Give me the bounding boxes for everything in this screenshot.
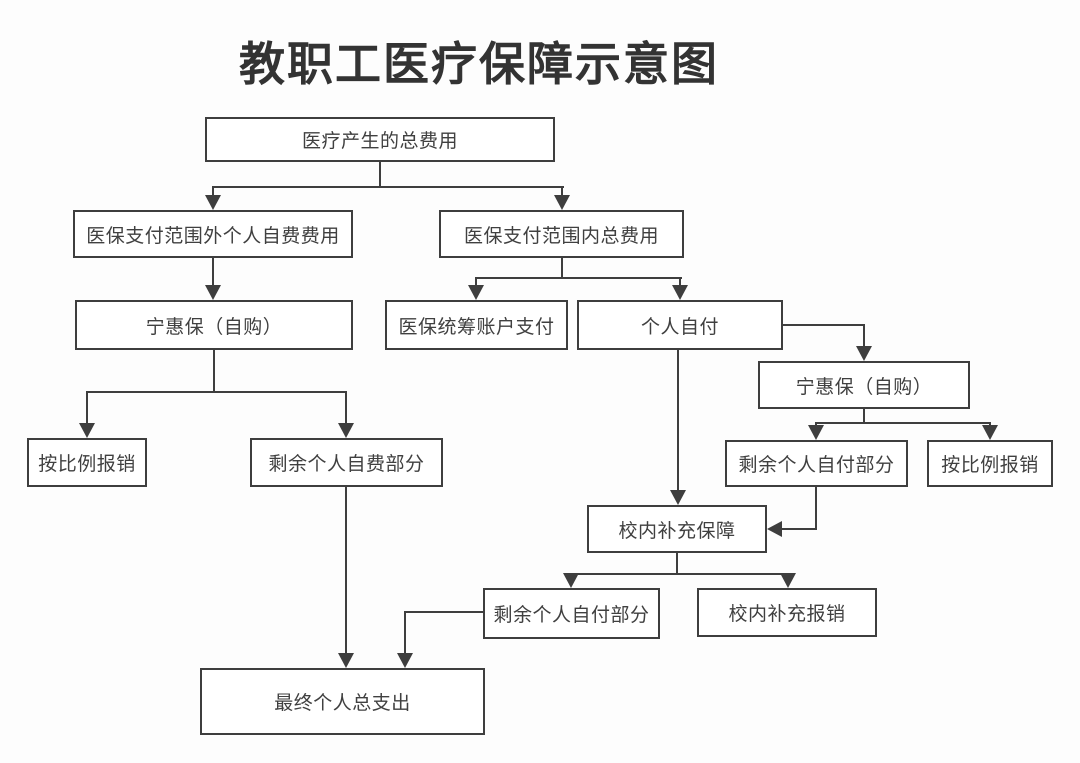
connector-vline	[86, 391, 88, 427]
connector-vline	[863, 407, 865, 424]
diagram-title: 教职工医疗保障示意图	[239, 38, 719, 90]
connector-vline	[345, 485, 347, 657]
connector-hline	[404, 611, 485, 613]
arrowhead-down-icon	[205, 285, 221, 300]
arrowhead-down-icon	[982, 425, 998, 440]
connector-vline	[212, 186, 214, 198]
node-proportional-reimbursement-right: 按比例报销	[927, 440, 1053, 487]
connector-hline	[212, 186, 564, 188]
node-total-medical-cost: 医疗产生的总费用	[205, 117, 555, 162]
arrowhead-down-icon	[468, 285, 484, 300]
connector-vline	[863, 324, 865, 350]
connector-vline	[404, 611, 406, 657]
connector-vline	[676, 551, 678, 575]
connector-vline	[561, 256, 563, 279]
arrowhead-down-icon	[856, 346, 872, 361]
connector-vline	[345, 391, 347, 427]
connector-hline	[570, 573, 788, 575]
node-ninghuibao-left: 宁惠保（自购）	[75, 300, 353, 350]
arrowhead-down-icon	[780, 573, 796, 588]
arrowhead-down-icon	[338, 423, 354, 438]
connector-vline	[212, 256, 214, 290]
arrowhead-down-icon	[672, 285, 688, 300]
arrowhead-down-icon	[397, 653, 413, 668]
connector-vline	[561, 186, 563, 198]
node-outside-coverage-self-paid: 医保支付范围外个人自费费用	[73, 210, 353, 258]
node-campus-supplementary-reimbursement: 校内补充报销	[697, 588, 877, 637]
connector-vline	[677, 348, 679, 493]
connector-vline	[679, 277, 681, 289]
connector-vline	[815, 485, 817, 530]
node-final-personal-expense: 最终个人总支出	[200, 668, 485, 735]
node-within-coverage-total: 医保支付范围内总费用	[439, 210, 684, 258]
arrowhead-down-icon	[563, 573, 579, 588]
node-proportional-reimbursement-left: 按比例报销	[27, 438, 147, 487]
connector-hline	[815, 422, 991, 424]
node-remaining-copay-right: 剩余个人自付部分	[725, 440, 908, 487]
arrowhead-left-icon	[767, 521, 782, 537]
node-campus-supplementary-insurance: 校内补充保障	[587, 505, 767, 553]
arrowhead-down-icon	[808, 425, 824, 440]
node-ninghuibao-right: 宁惠保（自购）	[758, 361, 970, 409]
node-remaining-self-paid: 剩余个人自费部分	[250, 438, 443, 487]
arrowhead-down-icon	[554, 195, 570, 210]
connector-vline	[475, 277, 477, 289]
connector-hline	[475, 277, 682, 279]
arrowhead-down-icon	[205, 195, 221, 210]
arrowhead-down-icon	[338, 653, 354, 668]
connector-vline	[213, 348, 215, 393]
arrowhead-down-icon	[79, 423, 95, 438]
connector-hline	[781, 324, 865, 326]
connector-hline	[86, 391, 347, 393]
connector-vline	[379, 160, 381, 188]
node-remaining-copay-bottom: 剩余个人自付部分	[483, 588, 660, 639]
node-personal-copay: 个人自付	[577, 300, 783, 350]
arrowhead-down-icon	[670, 490, 686, 505]
node-pooled-account-payment: 医保统筹账户支付	[385, 300, 568, 350]
connector-hline	[779, 528, 817, 530]
